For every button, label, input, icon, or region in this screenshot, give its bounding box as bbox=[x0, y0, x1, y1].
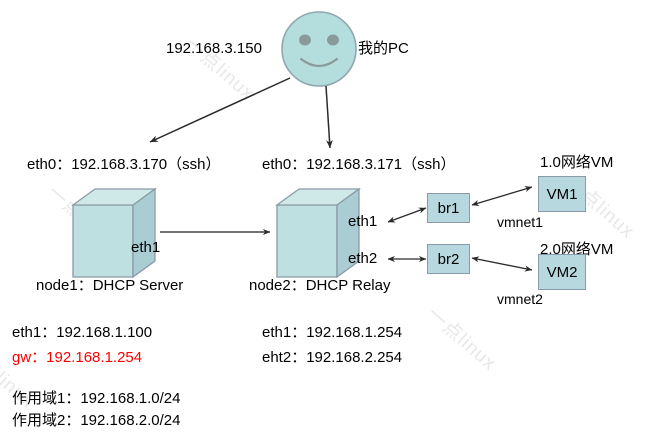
vm1-caption: 1.0网络VM bbox=[540, 154, 614, 171]
vm-node-vm1[interactable]: VM1 bbox=[538, 176, 586, 212]
node1-detail-gw: gw：192.168.1.254 bbox=[12, 349, 143, 366]
node1-eth0-label: eth0：192.168.3.170（ssh） bbox=[27, 156, 221, 173]
vm1-label: VM1 bbox=[546, 185, 578, 203]
node1-detail-eth1: eth1：192.168.1.100 bbox=[12, 324, 153, 341]
vmnet2-label: vmnet2 bbox=[497, 291, 543, 307]
node1-cube-icon bbox=[71, 187, 157, 279]
arrow-br1-vm1 bbox=[471, 186, 533, 206]
node2-eth1-label: eth1 bbox=[348, 213, 378, 230]
smiley-face-icon bbox=[281, 11, 357, 87]
arrow-br2-vm2 bbox=[471, 256, 533, 272]
node1-name-label: node1：DHCP Server bbox=[36, 277, 184, 294]
vm2-caption: 2.0网络VM bbox=[540, 241, 614, 258]
arrow-pc-to-node2 bbox=[325, 85, 333, 149]
node2-detail-eth1: eth1：192.168.1.254 bbox=[262, 324, 403, 341]
bridge-node-br2[interactable]: br2 bbox=[427, 244, 470, 274]
pc-ip-label: 192.168.3.150 bbox=[166, 40, 262, 57]
node2-detail-eth2: eht2：192.168.2.254 bbox=[262, 349, 403, 366]
bridge-br2-label: br2 bbox=[437, 250, 460, 268]
node1-eth1-label: eth1 bbox=[131, 239, 161, 256]
vm2-label: VM2 bbox=[546, 263, 578, 281]
scope-2-label: 作用域2：192.168.2.0/24 bbox=[12, 412, 181, 429]
node2-cube-icon bbox=[275, 187, 361, 279]
bridge-node-br1[interactable]: br1 bbox=[427, 193, 470, 223]
vm-node-vm2[interactable]: VM2 bbox=[538, 254, 586, 290]
node2-name-label: node2：DHCP Relay bbox=[249, 277, 391, 294]
node2-eth0-label: eth0：192.168.3.171（ssh） bbox=[262, 156, 456, 173]
node2-eth2-label: eth2 bbox=[348, 250, 378, 267]
scope-1-label: 作用域1：192.168.1.0/24 bbox=[12, 390, 181, 407]
arrow-eth1-br1 bbox=[387, 207, 427, 223]
bridge-br1-label: br1 bbox=[437, 199, 460, 217]
arrow-pc-to-node1 bbox=[149, 77, 291, 143]
vmnet1-label: vmnet1 bbox=[497, 214, 543, 230]
pc-name-label: 我的PC bbox=[358, 40, 409, 57]
